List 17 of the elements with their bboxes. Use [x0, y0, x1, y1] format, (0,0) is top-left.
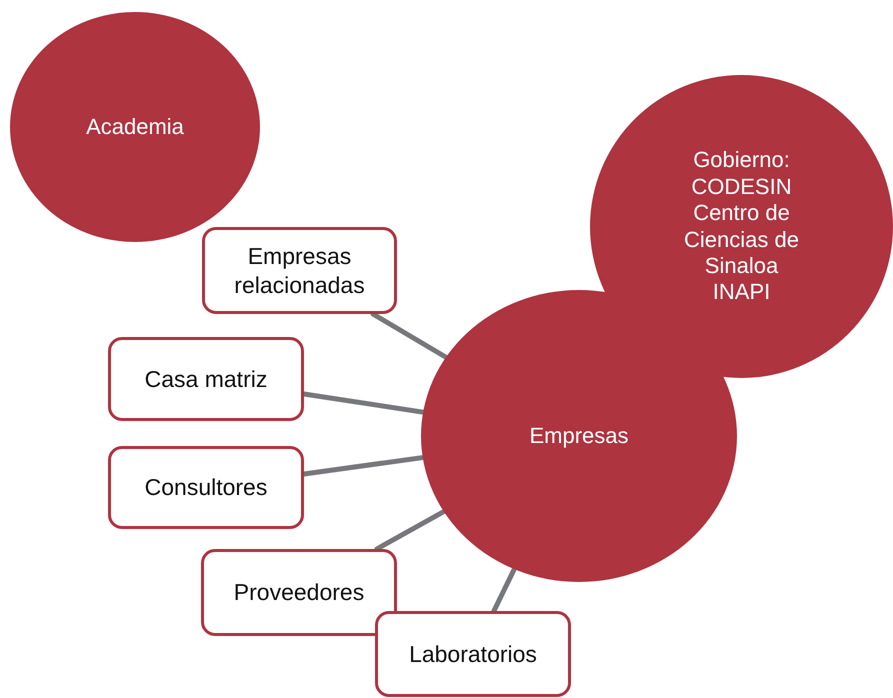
node-label: Academia	[86, 114, 184, 140]
node-label: Laboratorios	[409, 640, 537, 668]
node-label: Empresas relacionadas	[233, 242, 366, 300]
connector-line	[302, 391, 426, 415]
rounded-box	[202, 227, 397, 314]
node-label: Gobierno: CODESIN Centro de Ciencias de Sinaloa INAPI	[683, 147, 800, 306]
node-label: Empresas	[529, 422, 629, 450]
rounded-box	[108, 337, 304, 421]
node-label: Consultores	[144, 473, 268, 502]
connector-line	[302, 455, 426, 476]
rounded-box	[375, 611, 571, 697]
connector-line	[370, 312, 448, 360]
rounded-box	[108, 446, 304, 529]
node-label: Proveedores	[234, 578, 364, 607]
connector-line	[374, 509, 446, 552]
node-label: Casa matriz	[144, 364, 268, 394]
rounded-box	[201, 549, 397, 636]
